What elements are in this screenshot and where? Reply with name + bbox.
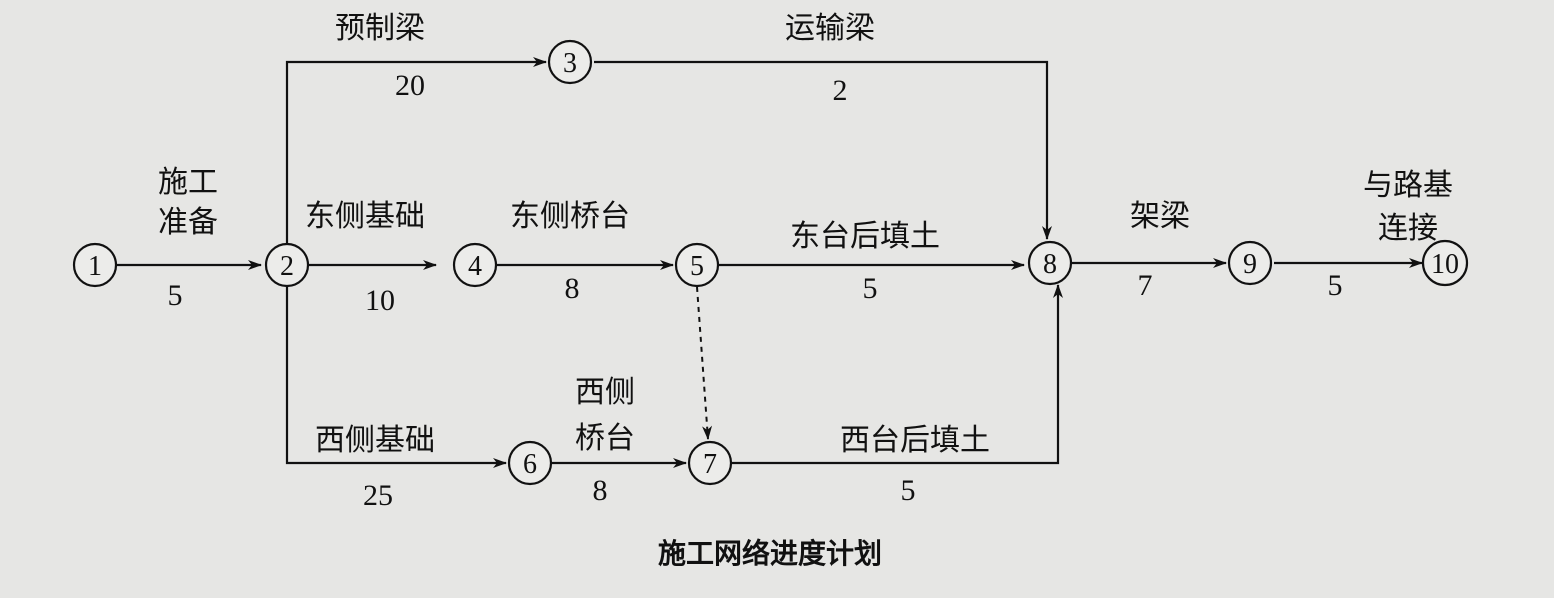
- label-6-7-line1: 西侧: [575, 375, 635, 410]
- node-8: 8: [1027, 240, 1073, 286]
- node-3: 3: [547, 39, 593, 85]
- svg-text:8: 8: [1043, 249, 1057, 280]
- diagram-caption: 施工网络进度计划: [658, 537, 882, 570]
- node-9: 9: [1227, 240, 1273, 286]
- label-2-6: 西侧基础: [315, 423, 435, 458]
- svg-text:9: 9: [1243, 249, 1257, 280]
- node-4: 4: [452, 242, 498, 288]
- label-2-4: 东侧基础: [305, 199, 425, 234]
- duration-2-3: 20: [395, 69, 425, 102]
- edge-3-8: [594, 60, 1052, 240]
- svg-text:7: 7: [703, 449, 717, 480]
- svg-text:1: 1: [88, 251, 102, 282]
- duration-3-8: 2: [833, 74, 848, 107]
- duration-9-10: 5: [1328, 269, 1343, 302]
- duration-5-8: 5: [863, 272, 878, 305]
- node-5: 5: [674, 242, 720, 288]
- node-1: 1: [72, 242, 118, 288]
- label-6-7-line2: 桥台: [575, 421, 635, 456]
- label-9-10-line1: 与路基: [1363, 168, 1453, 203]
- duration-2-6: 25: [363, 479, 393, 512]
- svg-text:4: 4: [468, 251, 482, 282]
- label-3-8: 运输梁: [785, 11, 875, 46]
- label-5-8: 东台后填土: [790, 219, 940, 254]
- node-6: 6: [507, 440, 553, 486]
- svg-text:2: 2: [280, 251, 294, 282]
- label-7-8: 西台后填土: [840, 423, 990, 458]
- duration-7-8: 5: [901, 474, 916, 507]
- svg-text:5: 5: [690, 251, 704, 282]
- edge-7-8: [732, 284, 1063, 465]
- node-2: 2: [264, 242, 310, 288]
- duration-6-7: 8: [593, 474, 608, 507]
- edge-2-3: [285, 57, 547, 243]
- duration-1-2: 5: [168, 279, 183, 312]
- duration-4-5: 8: [565, 272, 580, 305]
- edge-2-6: [285, 287, 507, 468]
- node-7: 7: [687, 440, 733, 486]
- label-1-2-line2: 准备: [158, 205, 218, 240]
- label-9-10-line2: 连接: [1378, 211, 1438, 246]
- duration-8-9: 7: [1138, 269, 1153, 302]
- svg-text:6: 6: [523, 449, 537, 480]
- label-8-9: 架梁: [1130, 199, 1190, 234]
- label-2-3: 预制梁: [335, 11, 425, 46]
- svg-text:10: 10: [1431, 249, 1459, 280]
- label-1-2-line1: 施工: [158, 165, 218, 200]
- duration-2-4: 10: [365, 284, 395, 317]
- label-4-5: 东侧桥台: [510, 199, 630, 234]
- dummy-edge-5-7: [696, 286, 713, 440]
- svg-text:3: 3: [563, 48, 577, 79]
- node-10: 10: [1421, 239, 1469, 287]
